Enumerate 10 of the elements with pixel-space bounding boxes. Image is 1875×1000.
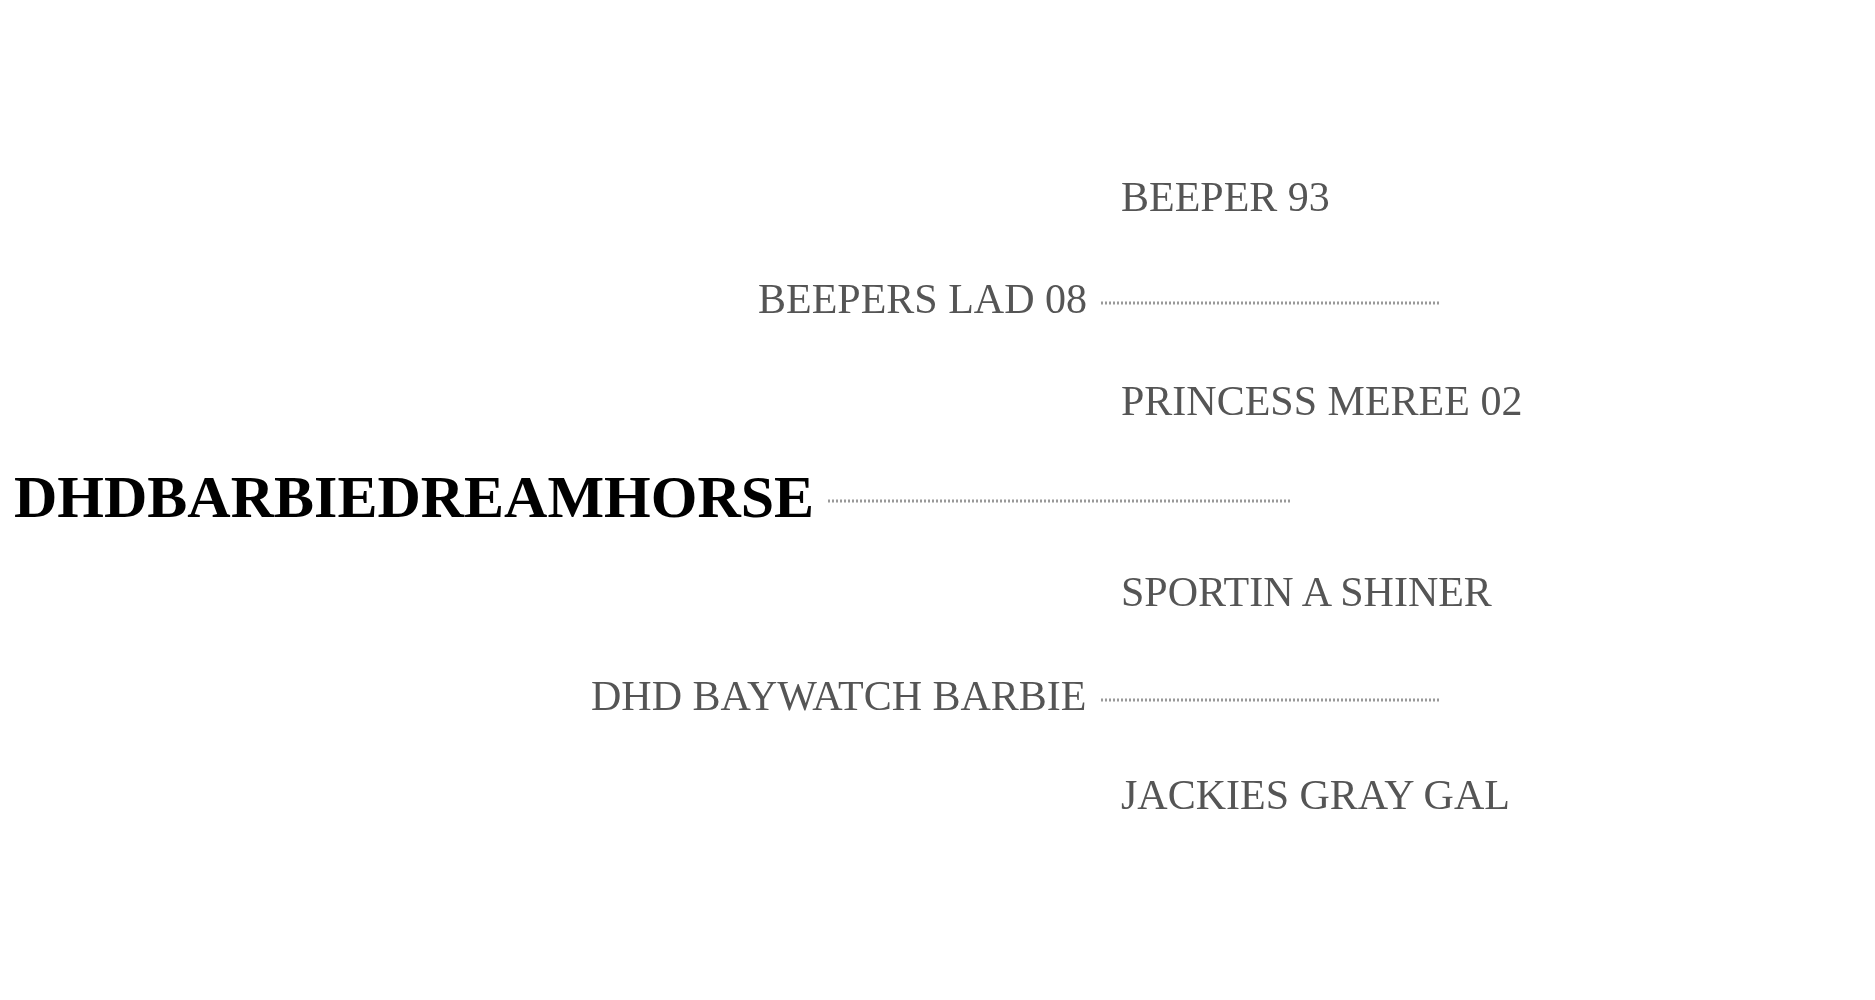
ancestor-name: PRINCESS MEREE 02 xyxy=(1121,380,1523,422)
ancestor-name: JACKIES GRAY GAL xyxy=(1121,774,1510,816)
ancestor-name: SPORTIN A SHINER xyxy=(1121,571,1492,613)
ancestor-name: DHD BAYWATCH BARBIE xyxy=(591,675,1087,717)
ancestor-name: BEEPER 93 xyxy=(1121,176,1330,218)
dotted-connector xyxy=(1101,301,1441,305)
dotted-connector xyxy=(828,499,1292,503)
horse-name: DHDBARBIEDREAMHORSE xyxy=(14,467,815,527)
ancestor-name: BEEPERS LAD 08 xyxy=(758,278,1088,320)
dotted-connector xyxy=(1101,698,1441,702)
